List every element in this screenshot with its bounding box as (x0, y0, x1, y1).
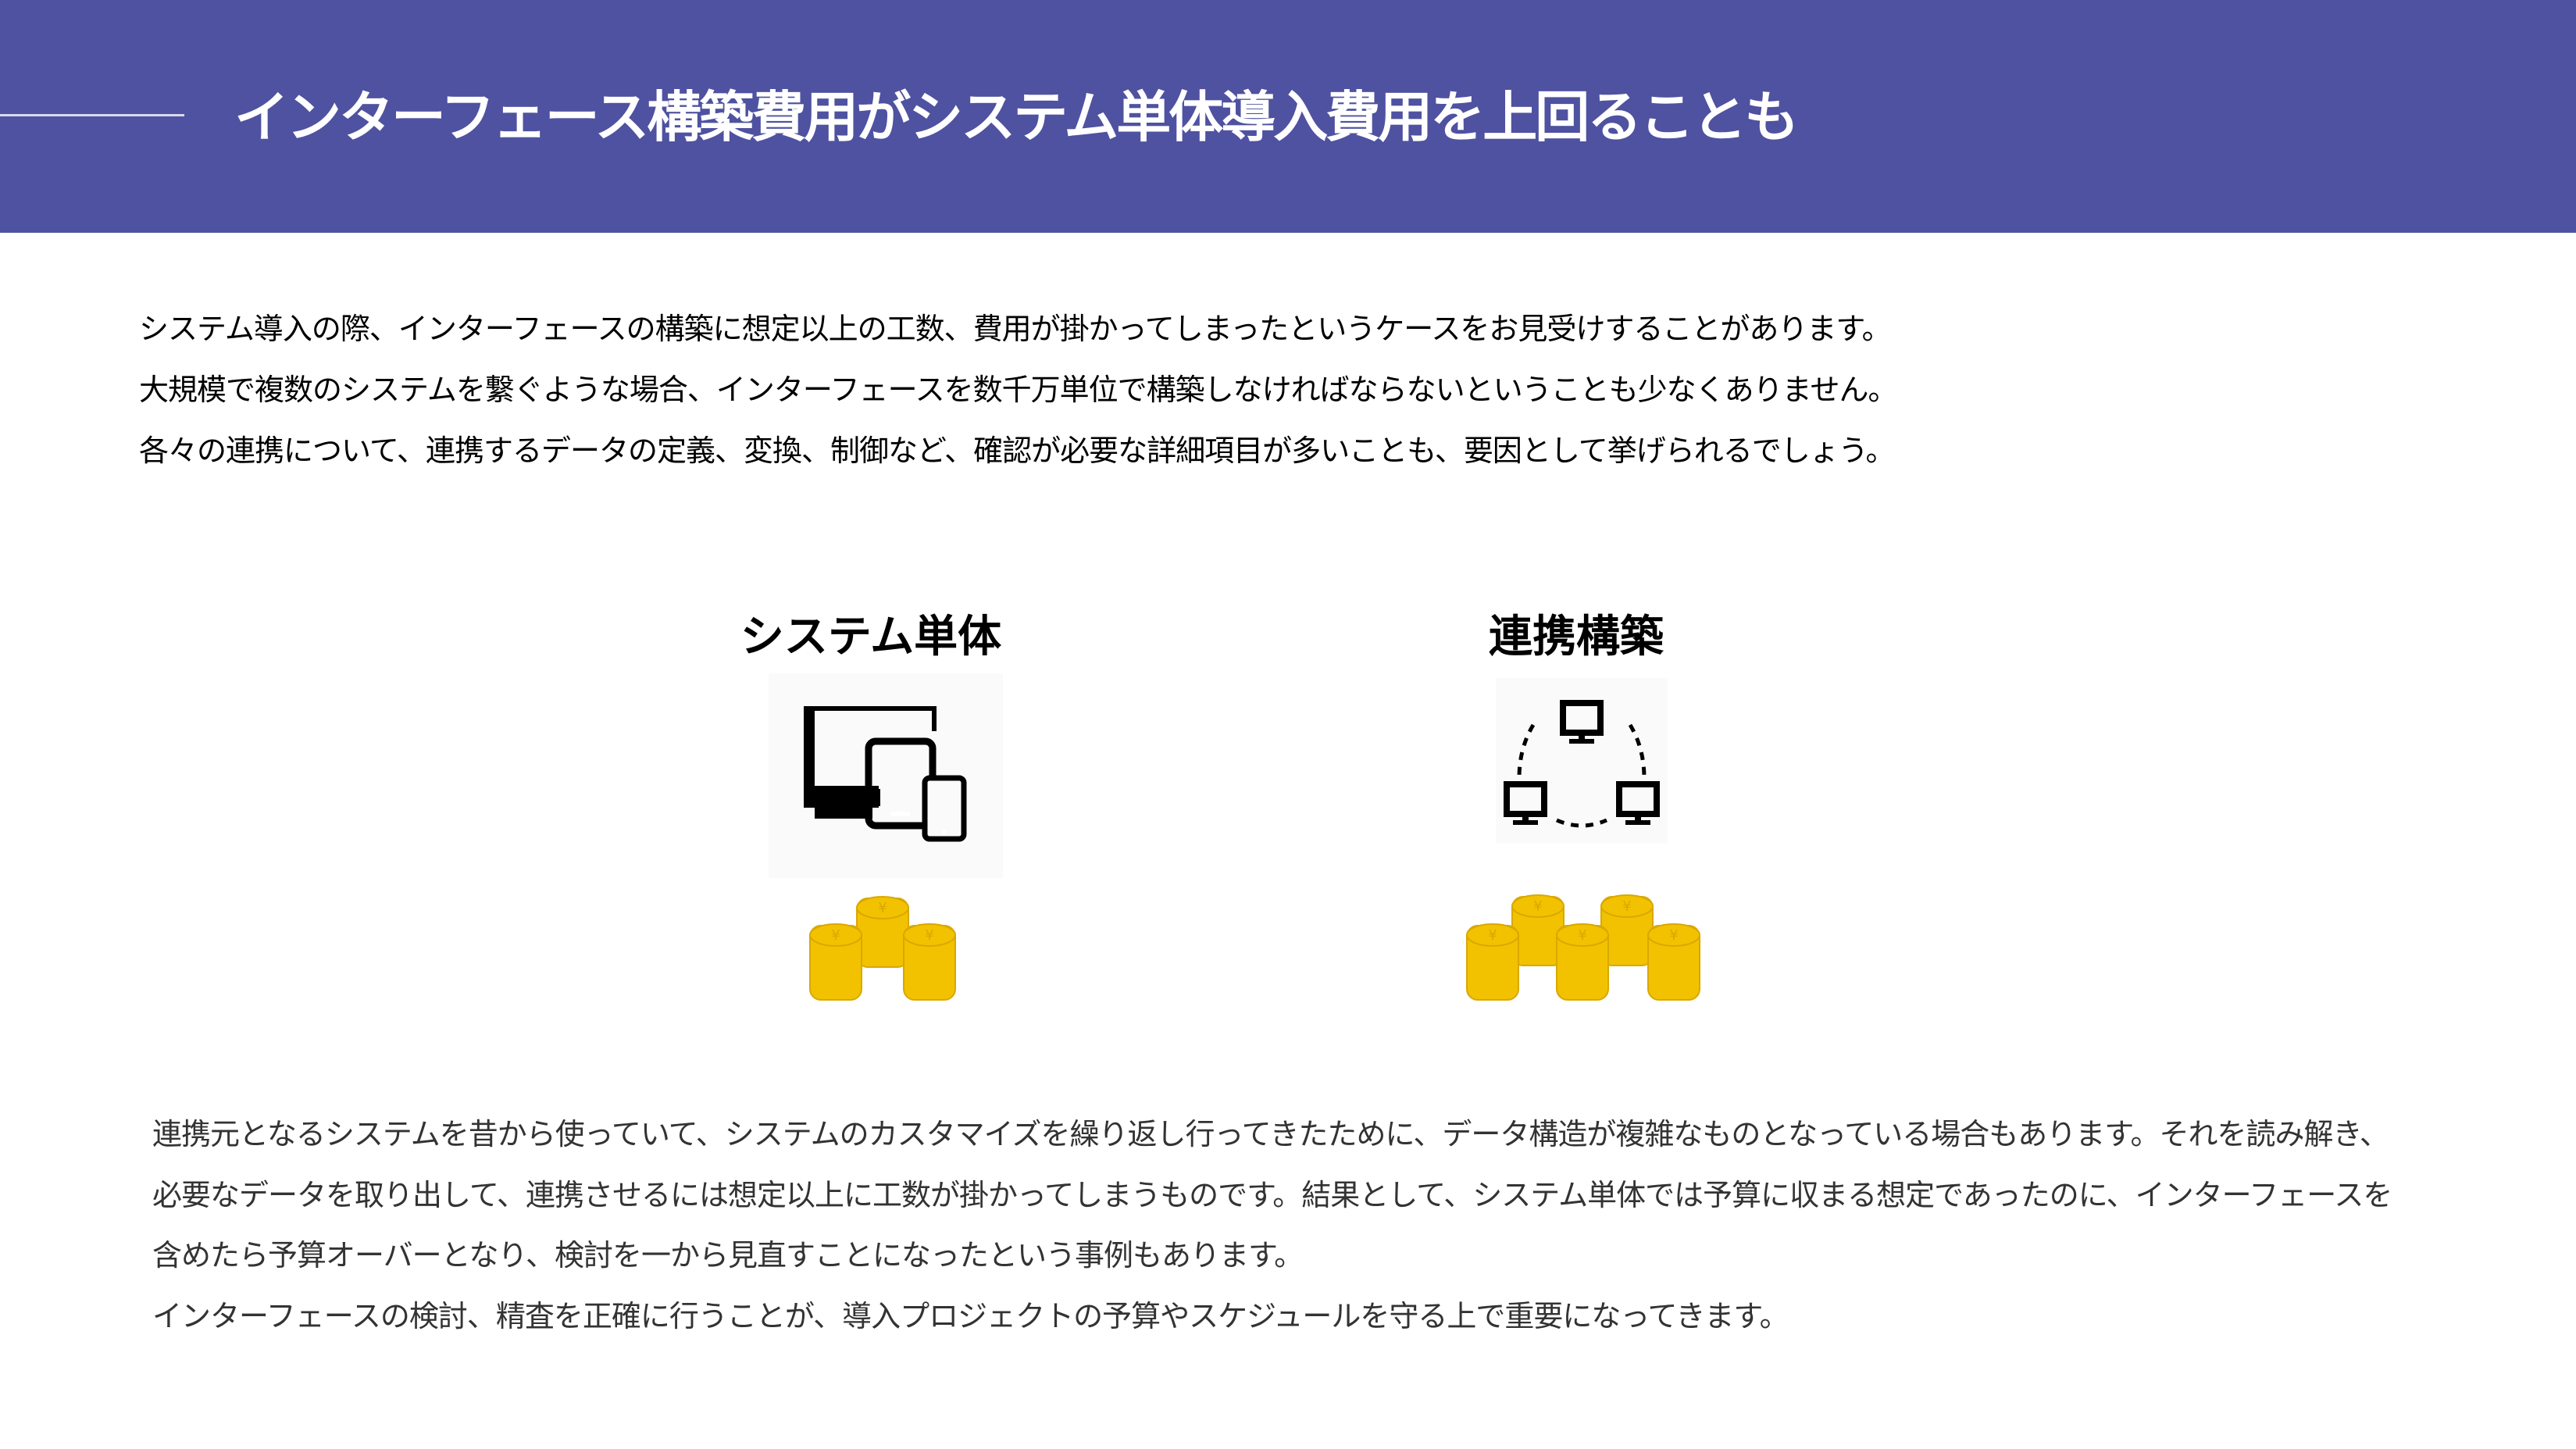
svg-text:¥: ¥ (878, 900, 887, 916)
outro-line: 含めたら予算オーバーとなり、検討を一から見直すことになったという事例もあります。 (152, 1238, 1304, 1272)
svg-text:¥: ¥ (1622, 898, 1631, 915)
coin-stacks-3-icon: ¥ ¥ ¥ (808, 890, 957, 1007)
intro-line: 大規模で複数のシステムを繋ぐような場合、インターフェースを数千万単位で構築しなけ… (139, 373, 1898, 407)
intro-paragraph: システム導入の際、インターフェースの構築に想定以上の工数、費用が掛かってしまった… (139, 298, 1898, 481)
svg-text:¥: ¥ (1669, 927, 1678, 944)
multi-device-icon (769, 673, 1003, 878)
coin-stacks-5-icon: ¥ ¥ ¥ ¥ ¥ (1465, 890, 1704, 1007)
network-icon (1496, 678, 1668, 844)
svg-text:¥: ¥ (1533, 898, 1542, 915)
header-banner: インターフェース構築費用がシステム単体導入費用を上回ることも (0, 0, 2576, 233)
outro-line: 必要なデータを取り出して、連携させるには想定以上に工数が掛かってしまうものです。… (152, 1177, 2392, 1212)
svg-text:¥: ¥ (1488, 927, 1497, 944)
intro-line: 各々の連携について、連携するデータの定義、変換、制御など、確認が必要な詳細項目が… (139, 434, 1896, 468)
header-accent-line (0, 114, 184, 116)
page-title: インターフェース構築費用がシステム単体導入費用を上回ることも (234, 85, 1799, 149)
svg-text:¥: ¥ (831, 927, 840, 944)
system-single-label: システム単体 (740, 612, 1002, 662)
integration-build-label: 連携構築 (1489, 612, 1664, 662)
intro-line: システム導入の際、インターフェースの構築に想定以上の工数、費用が掛かってしまった… (139, 312, 1892, 346)
outro-line: 連携元となるシステムを昔から使っていて、システムのカスタマイズを繰り返し行ってき… (152, 1117, 2389, 1151)
outro-line: インターフェースの検討、精査を正確に行うことが、導入プロジェクトの予算やスケジュ… (152, 1298, 1789, 1333)
outro-paragraph: 連携元となるシステムを昔から使っていて、システムのカスタマイズを繰り返し行ってき… (152, 1105, 2392, 1347)
svg-text:¥: ¥ (1578, 927, 1586, 944)
svg-text:¥: ¥ (925, 927, 933, 944)
